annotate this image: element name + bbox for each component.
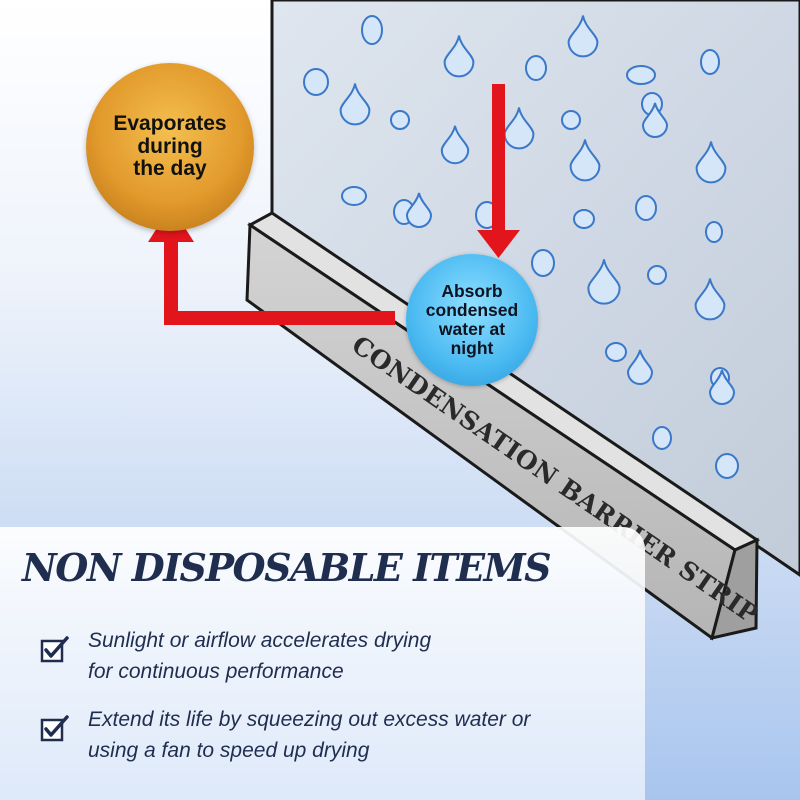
evaporate-callout: Evaporates during the day bbox=[86, 63, 254, 231]
water-droplet bbox=[705, 221, 723, 243]
water-droplet bbox=[303, 68, 329, 96]
info-panel bbox=[0, 527, 645, 800]
checkbox-checked-icon bbox=[40, 636, 69, 663]
water-droplet bbox=[390, 110, 410, 130]
water-droplet bbox=[605, 342, 627, 362]
water-droplet bbox=[341, 186, 367, 206]
water-droplet bbox=[567, 15, 599, 58]
feature-item: Sunlight or airflow accelerates drying f… bbox=[40, 625, 620, 687]
water-droplet bbox=[569, 139, 601, 182]
panel-title: NON DISPOSABLE ITEMS bbox=[22, 545, 552, 590]
water-droplet bbox=[443, 35, 475, 78]
water-droplet bbox=[641, 102, 669, 138]
water-droplet bbox=[694, 278, 726, 321]
water-droplet bbox=[573, 209, 595, 229]
water-droplet bbox=[531, 249, 555, 277]
water-droplet bbox=[440, 125, 470, 165]
water-droplet bbox=[339, 83, 371, 126]
water-droplet bbox=[695, 141, 727, 184]
absorb-callout: Absorb condensed water at night bbox=[406, 254, 538, 386]
water-droplet bbox=[405, 192, 433, 228]
water-droplet bbox=[708, 369, 736, 405]
feature-item: Extend its life by squeezing out excess … bbox=[40, 704, 620, 766]
water-droplet bbox=[503, 107, 535, 150]
water-droplet bbox=[626, 349, 654, 385]
water-droplet bbox=[561, 110, 581, 130]
water-droplet bbox=[587, 259, 621, 305]
water-droplet bbox=[635, 195, 657, 221]
checkbox-checked-icon bbox=[40, 715, 69, 742]
water-droplet bbox=[361, 15, 383, 45]
water-droplet bbox=[700, 49, 720, 75]
water-droplet bbox=[652, 426, 672, 450]
water-droplet bbox=[715, 453, 739, 479]
water-droplets bbox=[303, 15, 739, 479]
water-droplet bbox=[647, 265, 667, 285]
water-droplet bbox=[626, 65, 656, 85]
absorb-arrow bbox=[477, 84, 520, 258]
water-droplet bbox=[525, 55, 547, 81]
